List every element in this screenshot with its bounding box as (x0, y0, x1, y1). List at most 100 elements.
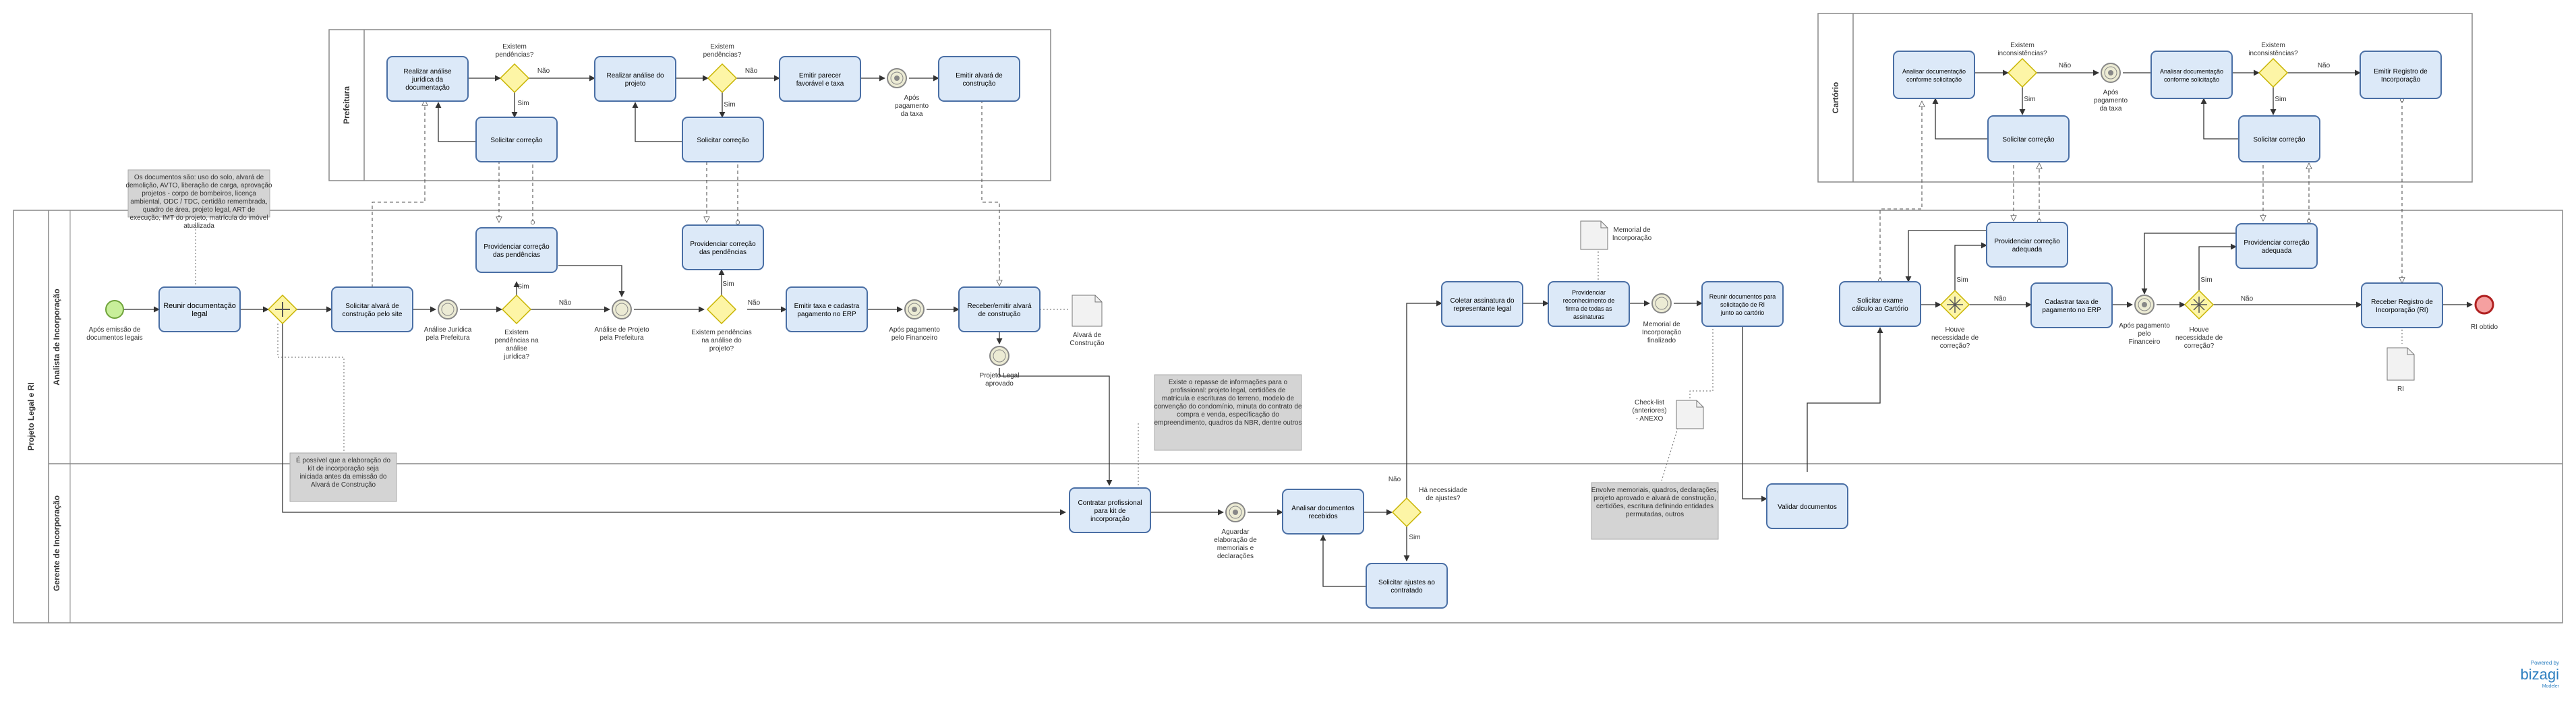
intermediate-analise-juridica[interactable] (438, 299, 458, 319)
label-nao-0: Não (559, 299, 572, 307)
label-sim-6: Sim (724, 101, 735, 109)
intermediate-memorial-finalizado[interactable] (1651, 293, 1672, 313)
intermediate-pagamento-financeiro[interactable] (904, 299, 925, 319)
data-object-alvara[interactable] (1072, 295, 1103, 327)
associations (195, 219, 2403, 486)
data-object-checklist[interactable] (1676, 400, 1704, 429)
label-sim-3: Sim (1956, 276, 1968, 284)
svg-text:Solicitar correção: Solicitar correção (490, 137, 543, 144)
task-validar-documentos[interactable]: Validar documentos (1766, 483, 1848, 529)
label-nao-2: Não (1388, 476, 1401, 483)
lane-gerente-title: Gerente de Incorporação (52, 495, 61, 591)
label-sim-7: Sim (2024, 96, 2035, 103)
annotation-documentos-box (127, 169, 270, 218)
label-sim-0: Sim (517, 283, 529, 291)
annotation-kit-box (289, 452, 397, 502)
task-pref-solicitar-correcao-1[interactable]: Solicitar correção (475, 117, 558, 162)
events (105, 63, 2494, 522)
label-end-event: RI obtido (2471, 324, 2498, 331)
gateway-ajustes[interactable] (1391, 497, 1422, 528)
gateway-cart-inc-1[interactable] (2007, 57, 2038, 88)
intermediate-projeto-aprovado[interactable] (989, 346, 1009, 366)
task-cart-solicitar-correcao-1[interactable]: Solicitar correção (1987, 115, 2070, 162)
brand-powered-by: Powered by (2531, 660, 2559, 666)
task-cart-solicitar-correcao-2[interactable]: Solicitar correção (2238, 115, 2320, 162)
label-sim-4: Sim (2200, 276, 2212, 284)
label-nao-1: Não (748, 299, 761, 307)
intermediate-aguardar-memoriais[interactable] (1225, 502, 1246, 522)
intermediate-ri-pagamento[interactable] (2134, 295, 2155, 315)
task-pref-solicitar-correcao-2[interactable]: Solicitar correção (682, 117, 764, 162)
pool-main-title: Projeto Legal e RI (26, 382, 36, 450)
gateway-pref-pend-1[interactable] (499, 63, 530, 94)
start-event[interactable] (105, 300, 124, 319)
gateway-cart-inc-2[interactable] (2258, 57, 2289, 88)
gateway-nec-correcao-1[interactable] (1939, 289, 1970, 320)
end-event[interactable] (2474, 295, 2494, 315)
gateway-pref-pend-2[interactable] (707, 63, 738, 94)
label-nao-4: Não (2241, 295, 2254, 303)
gateway-parallel-split[interactable] (267, 294, 298, 325)
data-object-ri[interactable] (2387, 347, 2415, 381)
gateway-pend-projeto[interactable] (706, 294, 737, 325)
gateway-nec-correcao-2[interactable] (2184, 289, 2215, 320)
sequence-flows (123, 69, 2473, 587)
label-nao-5: Não (537, 67, 550, 75)
label-nao-6: Não (745, 67, 758, 75)
svg-text:Solicitar correção: Solicitar correção (2002, 136, 2055, 144)
gateway-pend-juridica[interactable] (501, 294, 532, 325)
data-object-memorial[interactable] (1580, 220, 1608, 250)
intermediate-pref-pagamento[interactable] (887, 68, 907, 88)
intermediate-cart-pagamento[interactable] (2101, 63, 2121, 83)
